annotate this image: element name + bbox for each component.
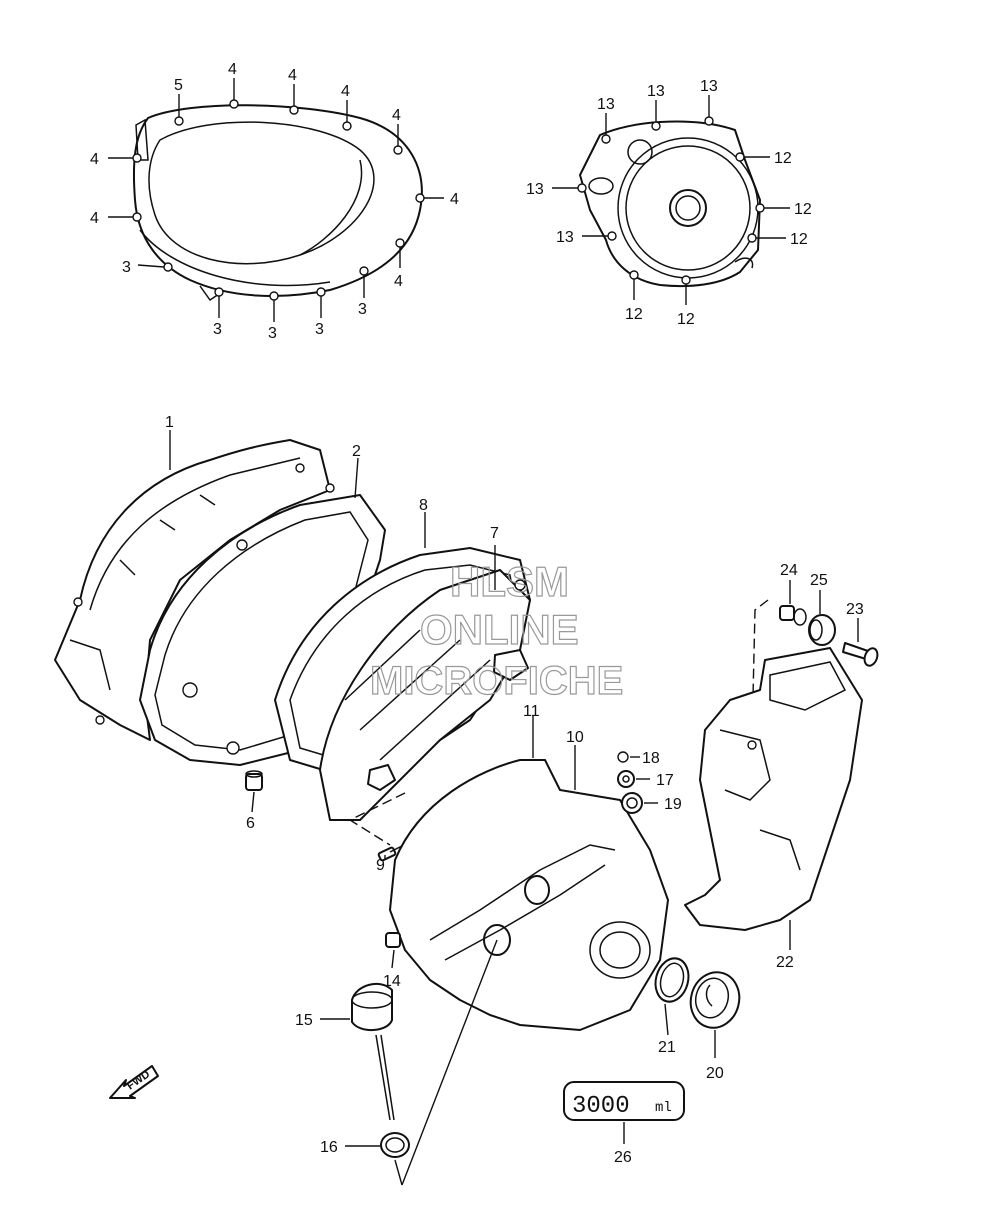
generator-cover-outline <box>579 120 761 288</box>
part-15-oil-cap <box>351 982 395 1121</box>
watermark-line-3: MICROFICHE <box>370 659 623 703</box>
label-13: 13 <box>647 83 665 100</box>
part-21-o-ring <box>654 957 690 1003</box>
labels-top-left: 4 4 4 4 4 4 3 3 3 3 3 4 4 5 <box>90 61 459 342</box>
part-17-washer <box>617 770 635 788</box>
part-19-seal <box>621 792 643 814</box>
label-19: 19 <box>664 796 682 813</box>
label-3: 3 <box>213 321 222 338</box>
label-7: 7 <box>490 525 499 542</box>
label-12: 12 <box>774 150 792 167</box>
label-6: 6 <box>246 815 255 832</box>
label-4: 4 <box>341 83 350 100</box>
forward-arrow-icon: FWD <box>109 1065 159 1099</box>
part-22-side-cover <box>684 647 863 931</box>
label-21: 21 <box>658 1039 676 1056</box>
part-25-grommet <box>808 614 836 646</box>
label-16: 16 <box>320 1139 338 1156</box>
label-13: 13 <box>556 229 574 246</box>
part-6-dowel-pin <box>245 770 263 791</box>
label-3: 3 <box>315 321 324 338</box>
label-4: 4 <box>90 210 99 227</box>
labels-top-right: 13 13 13 12 12 12 12 12 13 13 <box>526 78 812 328</box>
label-12: 12 <box>677 311 695 328</box>
label-13: 13 <box>526 181 544 198</box>
label-25: 25 <box>810 572 828 589</box>
leaders-top-right <box>552 95 790 305</box>
part-14-dowel-pin <box>385 932 401 948</box>
label-24: 24 <box>780 562 798 579</box>
label-22: 22 <box>776 954 794 971</box>
watermark-line-1: HLSM <box>450 558 569 605</box>
label-4: 4 <box>394 273 403 290</box>
guide-line-24 <box>751 599 769 741</box>
badge-unit: ml <box>655 1100 672 1116</box>
clutch-cover-outline <box>132 104 423 302</box>
watermark: HLSM ONLINE MICROFICHE <box>369 557 624 703</box>
label-3: 3 <box>358 301 367 318</box>
label-8: 8 <box>419 497 428 514</box>
guide-line-9 <box>348 792 406 846</box>
watermark-line-2: ONLINE <box>420 606 579 653</box>
label-23: 23 <box>846 601 864 618</box>
leaders-top-left <box>108 78 444 322</box>
label-9: 9 <box>376 857 385 874</box>
part-1-crankcase-cover <box>54 439 335 741</box>
label-12: 12 <box>790 231 808 248</box>
label-26: 26 <box>614 1149 632 1166</box>
part-26-badge: 3000 ml <box>563 1081 685 1121</box>
label-5: 5 <box>174 77 183 94</box>
label-10: 10 <box>566 729 584 746</box>
label-3: 3 <box>268 325 277 342</box>
label-4: 4 <box>90 151 99 168</box>
part-7-separator-plate <box>319 569 531 821</box>
label-20: 20 <box>706 1065 724 1082</box>
label-12: 12 <box>625 306 643 323</box>
part-16-o-ring <box>380 1132 410 1158</box>
part-24-collar <box>779 605 807 626</box>
part-23-bolt <box>842 642 879 667</box>
label-3: 3 <box>122 259 131 276</box>
part-18-ball <box>617 751 629 763</box>
badge-value: 3000 <box>572 1093 630 1120</box>
part-20-plug <box>689 971 741 1029</box>
label-4: 4 <box>450 191 459 208</box>
label-15: 15 <box>295 1012 313 1029</box>
label-4: 4 <box>228 61 237 78</box>
label-12: 12 <box>794 201 812 218</box>
label-2: 2 <box>352 443 361 460</box>
label-18: 18 <box>642 750 660 767</box>
label-13: 13 <box>700 78 718 95</box>
label-13: 13 <box>597 96 615 113</box>
label-4: 4 <box>288 67 297 84</box>
label-17: 17 <box>656 772 674 789</box>
label-4: 4 <box>392 107 401 124</box>
label-1: 1 <box>165 414 174 431</box>
part-11-clutch-cover <box>389 759 669 1031</box>
label-11: 11 <box>523 703 540 720</box>
